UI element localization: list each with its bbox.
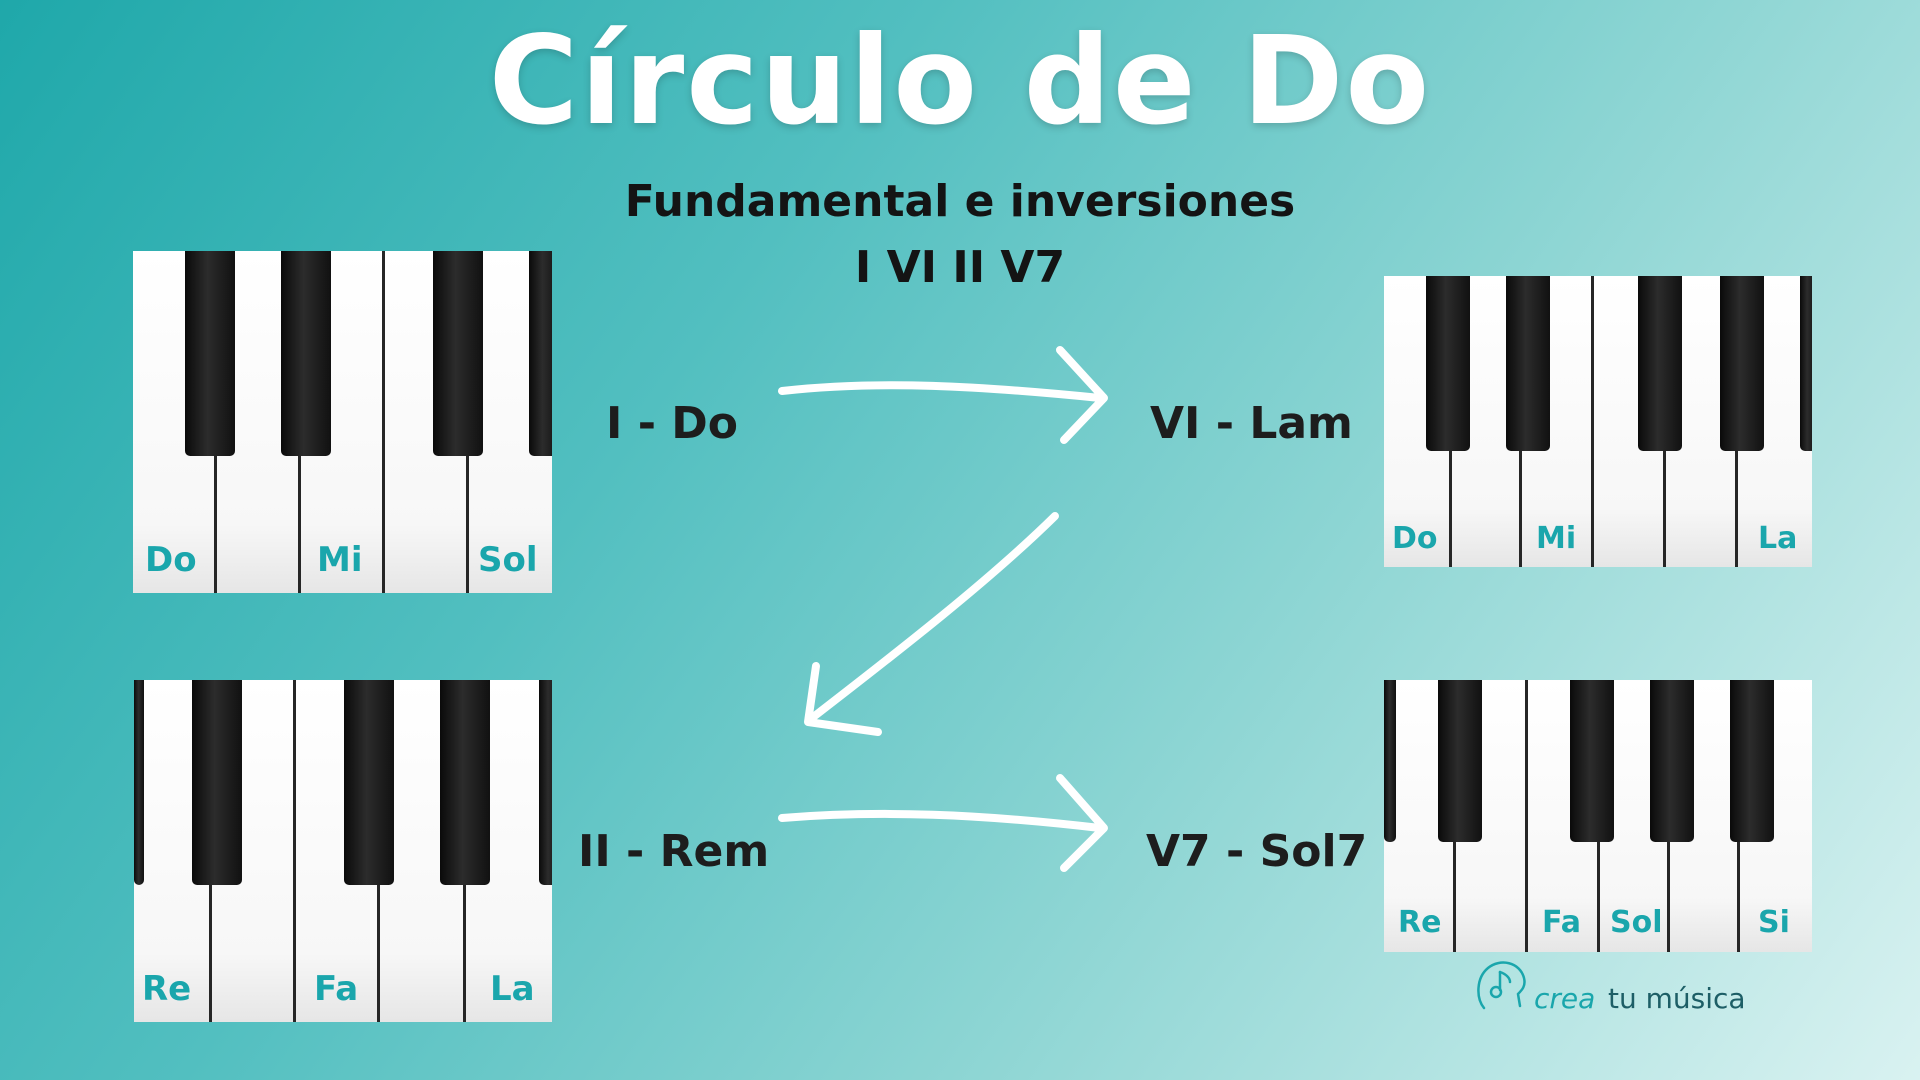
black-key (539, 680, 552, 885)
keyboard-chord-vi: Do Mi La (1384, 276, 1812, 567)
note-label: Si (1758, 905, 1790, 940)
keyboard-chord-v7: Re Fa Sol Si (1384, 680, 1812, 952)
note-label: La (1758, 521, 1798, 556)
note-label: Re (1398, 905, 1442, 940)
arrow-diagonal (808, 512, 1059, 722)
black-key (134, 680, 144, 885)
black-key (1720, 276, 1764, 451)
chord-label-vi: VI - Lam (1150, 398, 1353, 449)
black-key (1730, 680, 1774, 842)
keyboard-chord-ii: Re Fa La (134, 680, 552, 1022)
logo-text-tu-musica: tu música (1608, 982, 1746, 1015)
note-label: Re (142, 969, 192, 1009)
black-key (529, 251, 552, 456)
note-label: Sol (478, 540, 538, 580)
black-key (440, 680, 490, 885)
black-key (1438, 680, 1482, 842)
black-key (1506, 276, 1550, 451)
note-label: Mi (317, 540, 363, 580)
chord-label-ii: II - Rem (578, 826, 770, 877)
arrowhead-right-bottom (1056, 774, 1108, 872)
chord-label-i: I - Do (606, 398, 739, 449)
black-key (1650, 680, 1694, 842)
black-key (1384, 680, 1396, 842)
black-key (185, 251, 235, 456)
note-label: Fa (1542, 905, 1581, 940)
page-title: Círculo de Do (488, 10, 1432, 152)
arrowhead-diagonal (804, 662, 882, 736)
note-label: Sol (1610, 905, 1663, 940)
black-key (1570, 680, 1614, 842)
black-key (1638, 276, 1682, 451)
head-music-icon (1477, 961, 1526, 1010)
note-label: La (490, 969, 535, 1009)
chord-label-v7: V7 - Sol7 (1146, 826, 1368, 877)
black-key (344, 680, 394, 885)
chord-progression: I VI II V7 (854, 242, 1066, 293)
logo-text-crea: crea (1534, 982, 1596, 1015)
note-label: Do (1392, 521, 1438, 556)
crea-tu-musica-logo: crea tu música (1470, 950, 1750, 1020)
black-key (1426, 276, 1470, 451)
arrow-right-top (778, 381, 1104, 402)
black-key (281, 251, 331, 456)
black-key (433, 251, 483, 456)
page-subtitle: Fundamental e inversiones (624, 176, 1296, 227)
keyboard-chord-i: Do Mi Sol (133, 251, 552, 593)
note-label: Mi (1536, 521, 1577, 556)
arrowhead-right-top (1056, 346, 1108, 444)
arrow-right-bottom (778, 809, 1104, 832)
black-key (192, 680, 242, 885)
black-key (1800, 276, 1812, 451)
note-label: Do (145, 540, 197, 580)
note-label: Fa (314, 969, 359, 1009)
